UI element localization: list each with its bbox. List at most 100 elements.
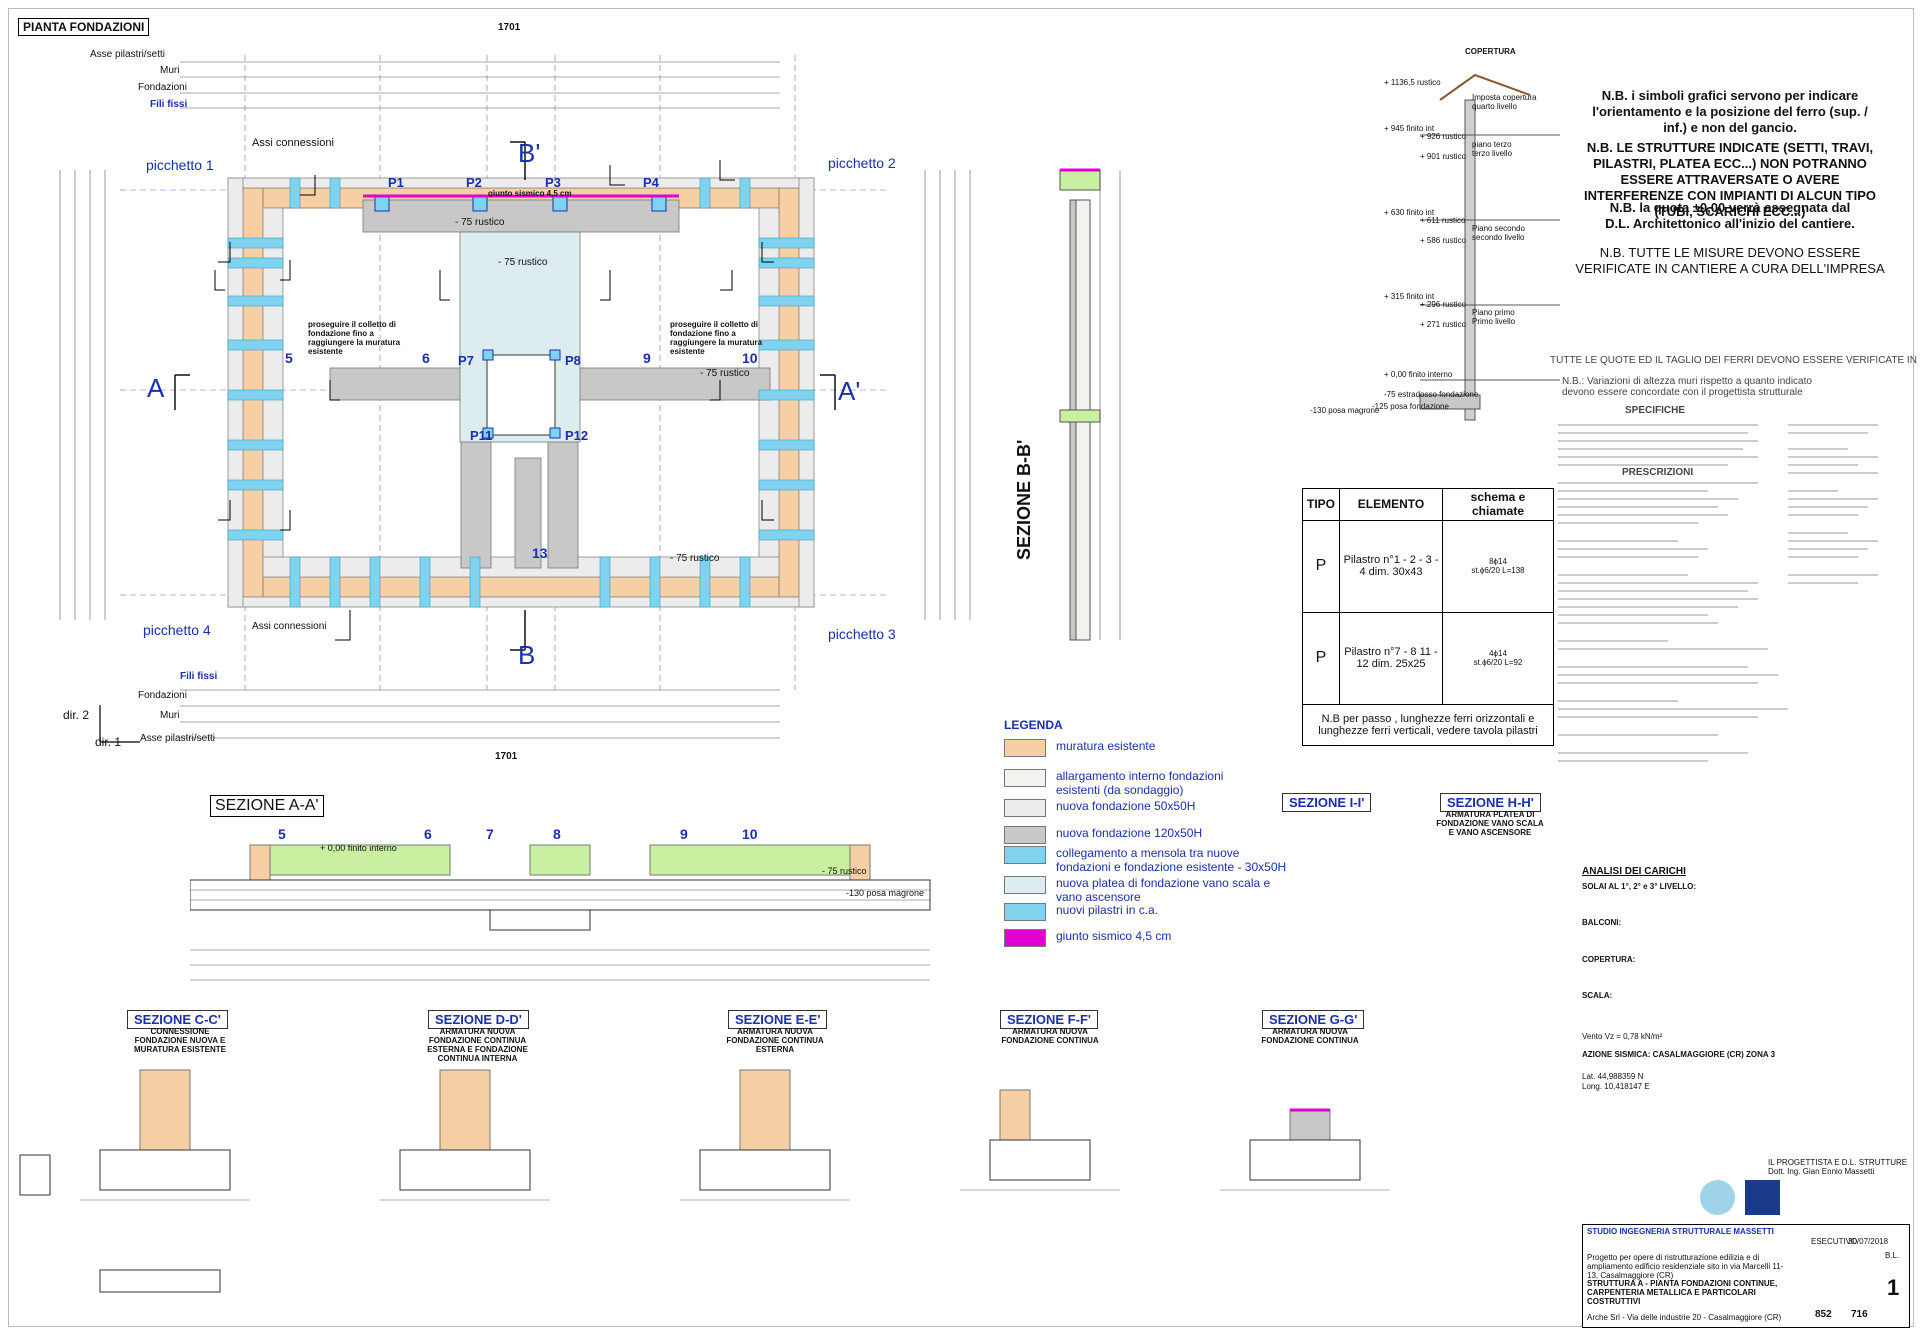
axis-label-pilastri-top: Asse pilastri/setti bbox=[90, 49, 166, 60]
elev-l9: + 296 rustico bbox=[1420, 300, 1467, 309]
certification-logos bbox=[1700, 1180, 1790, 1220]
wall-label-6: 6 bbox=[422, 350, 430, 366]
section-aa-drawing bbox=[190, 844, 931, 981]
legend-label: allargamento interno fondazioni esistent… bbox=[1056, 769, 1224, 797]
aa-wall-6: 6 bbox=[424, 826, 432, 842]
designer-text: B.L. bbox=[1885, 1251, 1900, 1260]
studio-name: STUDIO INGEGNERIA STRUTTURALE MASSETTI bbox=[1587, 1227, 1774, 1236]
aa-wall-8: 8 bbox=[553, 826, 561, 842]
legend-swatch bbox=[1004, 739, 1046, 757]
section-aa-title: SEZIONE A-A' bbox=[210, 795, 324, 817]
pillar-label-p3: P3 bbox=[545, 175, 561, 190]
rustico-2: - 75 rustico bbox=[498, 257, 548, 268]
note-strutture: N.B. LE STRUTTURE INDICATE (SETTI, TRAVI… bbox=[1583, 140, 1877, 219]
table-cell: 8ϕ14 st.ϕ6/20 L=138 bbox=[1442, 519, 1554, 613]
specifiche-title: SPECIFICHE bbox=[1625, 405, 1686, 416]
section-cc-sub: CONNESSIONE FONDAZIONE NUOVA E MURATURA … bbox=[134, 1027, 226, 1054]
commessa-number: 716 bbox=[1851, 1309, 1868, 1320]
section-dd-sub: ARMATURA NUOVA FONDAZIONE CONTINUA ESTER… bbox=[427, 1027, 528, 1063]
table-header: ELEMENTO bbox=[1339, 488, 1443, 521]
loads-title: ANALISI DEI CARICHI bbox=[1582, 866, 1686, 877]
disegno-text: STRUTTURA A - PIANTA FONDAZIONI CONTINUE… bbox=[1587, 1279, 1778, 1306]
axis-label-pilastri-bottom: Asse pilastri/setti bbox=[140, 733, 216, 744]
legend-label: nuova platea di fondazione vano scala e … bbox=[1056, 876, 1271, 904]
rebar-label: 4ϕ14 bbox=[1489, 649, 1507, 659]
aa-posa-magrone: -130 posa magrone bbox=[846, 888, 925, 898]
colletto-note-right: proseguire il colletto di fondazione fin… bbox=[670, 320, 763, 356]
section-gg-sub: ARMATURA NUOVA FONDAZIONE CONTINUA bbox=[1261, 1027, 1359, 1045]
axis-label-fondazioni-bottom: Fondazioni bbox=[138, 690, 187, 701]
sheet-frame bbox=[8, 8, 1914, 1327]
section-ii-title: SEZIONE I-I' bbox=[1282, 793, 1372, 812]
picchetto-3: picchetto 3 bbox=[828, 626, 896, 642]
legend-swatch bbox=[1004, 846, 1046, 864]
note-simboli: N.B. i simboli grafici servono per indic… bbox=[1592, 88, 1868, 135]
elev-l5: + 630 finito int bbox=[1384, 208, 1435, 217]
section-ee-sub: ARMATURA NUOVA FONDAZIONE CONTINUA ESTER… bbox=[726, 1027, 824, 1054]
wall-label-9: 9 bbox=[643, 350, 651, 366]
section-b-bottom: B bbox=[518, 640, 536, 670]
title-block: STUDIO INGEGNERIA STRUTTURALE MASSETTI P… bbox=[1582, 1224, 1910, 1328]
section-bb-title: SEZIONE B-B' bbox=[1014, 439, 1034, 560]
section-dd-title: SEZIONE D-D' bbox=[428, 1010, 529, 1029]
rustico-3: - 75 rustico bbox=[700, 368, 750, 379]
assi-connessioni-bottom: Assi connessioni bbox=[252, 621, 327, 632]
detail-sections-drawing bbox=[19, 1069, 1390, 1293]
aa-quota-zero: + 0,00 finito interno bbox=[320, 843, 397, 853]
elev-l7: + 586 rustico bbox=[1420, 236, 1467, 245]
rustico-4: - 75 rustico bbox=[670, 553, 720, 564]
table-cell: Pilastro n°1 - 2 - 3 - 4 dim. 30x43 bbox=[1339, 519, 1443, 613]
note-variazioni: N.B.: Variazioni di altezza muri rispett… bbox=[1562, 376, 1812, 398]
rebar-label: 8ϕ14 bbox=[1489, 557, 1507, 567]
picchetto-2: picchetto 2 bbox=[828, 155, 896, 171]
direction-1: dir. 1 bbox=[95, 735, 122, 749]
wall-label-13: 13 bbox=[532, 545, 548, 561]
aa-wall-9: 9 bbox=[680, 826, 688, 842]
legend-swatch bbox=[1004, 929, 1046, 947]
legend-label: giunto sismico 4,5 cm bbox=[1056, 929, 1172, 943]
axis-label-fili-top: Fili fissi bbox=[150, 99, 188, 110]
pillar-label-p4: P4 bbox=[643, 175, 659, 190]
loads-copertura: COPERTURA: bbox=[1582, 955, 1636, 964]
elev-p3: piano terzo terzo livello bbox=[1472, 140, 1513, 158]
aa-wall-10: 10 bbox=[742, 826, 758, 842]
loads-balconi: BALCONI: bbox=[1582, 918, 1622, 927]
picchetto-4: picchetto 4 bbox=[143, 622, 211, 638]
section-a-left: A bbox=[147, 373, 165, 403]
note-quota: N.B. la quota ±0,00 verrà assegnata dal … bbox=[1605, 200, 1855, 231]
aa-rustico: - 75 rustico bbox=[822, 866, 867, 876]
wall-label-10: 10 bbox=[742, 350, 758, 366]
elev-copertura: COPERTURA bbox=[1465, 47, 1516, 56]
loads-lat: Lat. 44,988359 N bbox=[1582, 1072, 1644, 1081]
section-a-right: A' bbox=[838, 376, 861, 406]
legend-swatch bbox=[1004, 903, 1046, 921]
dim-total-bottom: 1701 bbox=[495, 751, 518, 762]
table-cell: P bbox=[1302, 519, 1340, 613]
livello-text: ESECUTIVO bbox=[1811, 1237, 1858, 1246]
section-ee-title: SEZIONE E-E' bbox=[728, 1010, 828, 1029]
section-hh-title: SEZIONE H-H' bbox=[1440, 793, 1541, 812]
elev-l8: + 315 finito int bbox=[1384, 292, 1435, 301]
prescrizioni-title: PRESCRIZIONI bbox=[1622, 467, 1694, 478]
legend-title: LEGENDA bbox=[1004, 718, 1063, 732]
pillar-label-p12: P12 bbox=[565, 428, 589, 443]
loads-vento: Vento Vz = 0,78 kN/m² bbox=[1582, 1032, 1663, 1041]
table-row: P Pilastro n°1 - 2 - 3 - 4 dim. 30x43 8ϕ… bbox=[1302, 519, 1554, 613]
axis-label-muri-bottom: Muri bbox=[160, 710, 180, 721]
progettista: IL PROGETTISTA E D.L. STRUTTURE Dott. In… bbox=[1768, 1158, 1908, 1176]
pillar-label-p1: P1 bbox=[388, 175, 404, 190]
pillar-label-p2: P2 bbox=[466, 175, 482, 190]
direction-2: dir. 2 bbox=[63, 708, 90, 722]
logo-icon bbox=[1700, 1180, 1735, 1215]
legend-label: nuova fondazione 120x50H bbox=[1056, 826, 1203, 840]
spec-text-block bbox=[1558, 424, 1878, 762]
section-hh-sub: ARMATURA PLATEA DI FONDAZIONE VANO SCALA… bbox=[1436, 810, 1544, 837]
committente-text: Arche Srl - Via delle industrie 20 - Cas… bbox=[1587, 1313, 1782, 1322]
table-footer: N.B per passo , lunghezze ferri orizzont… bbox=[1302, 704, 1554, 746]
legend-label: muratura esistente bbox=[1056, 739, 1156, 753]
legend-swatch bbox=[1004, 876, 1046, 894]
elev-l4: + 901 rustico bbox=[1420, 152, 1467, 161]
aa-wall-7: 7 bbox=[486, 826, 494, 842]
picchetto-1: picchetto 1 bbox=[146, 157, 214, 173]
stirrup-label: st.ϕ6/20 L=92 bbox=[1473, 658, 1523, 668]
